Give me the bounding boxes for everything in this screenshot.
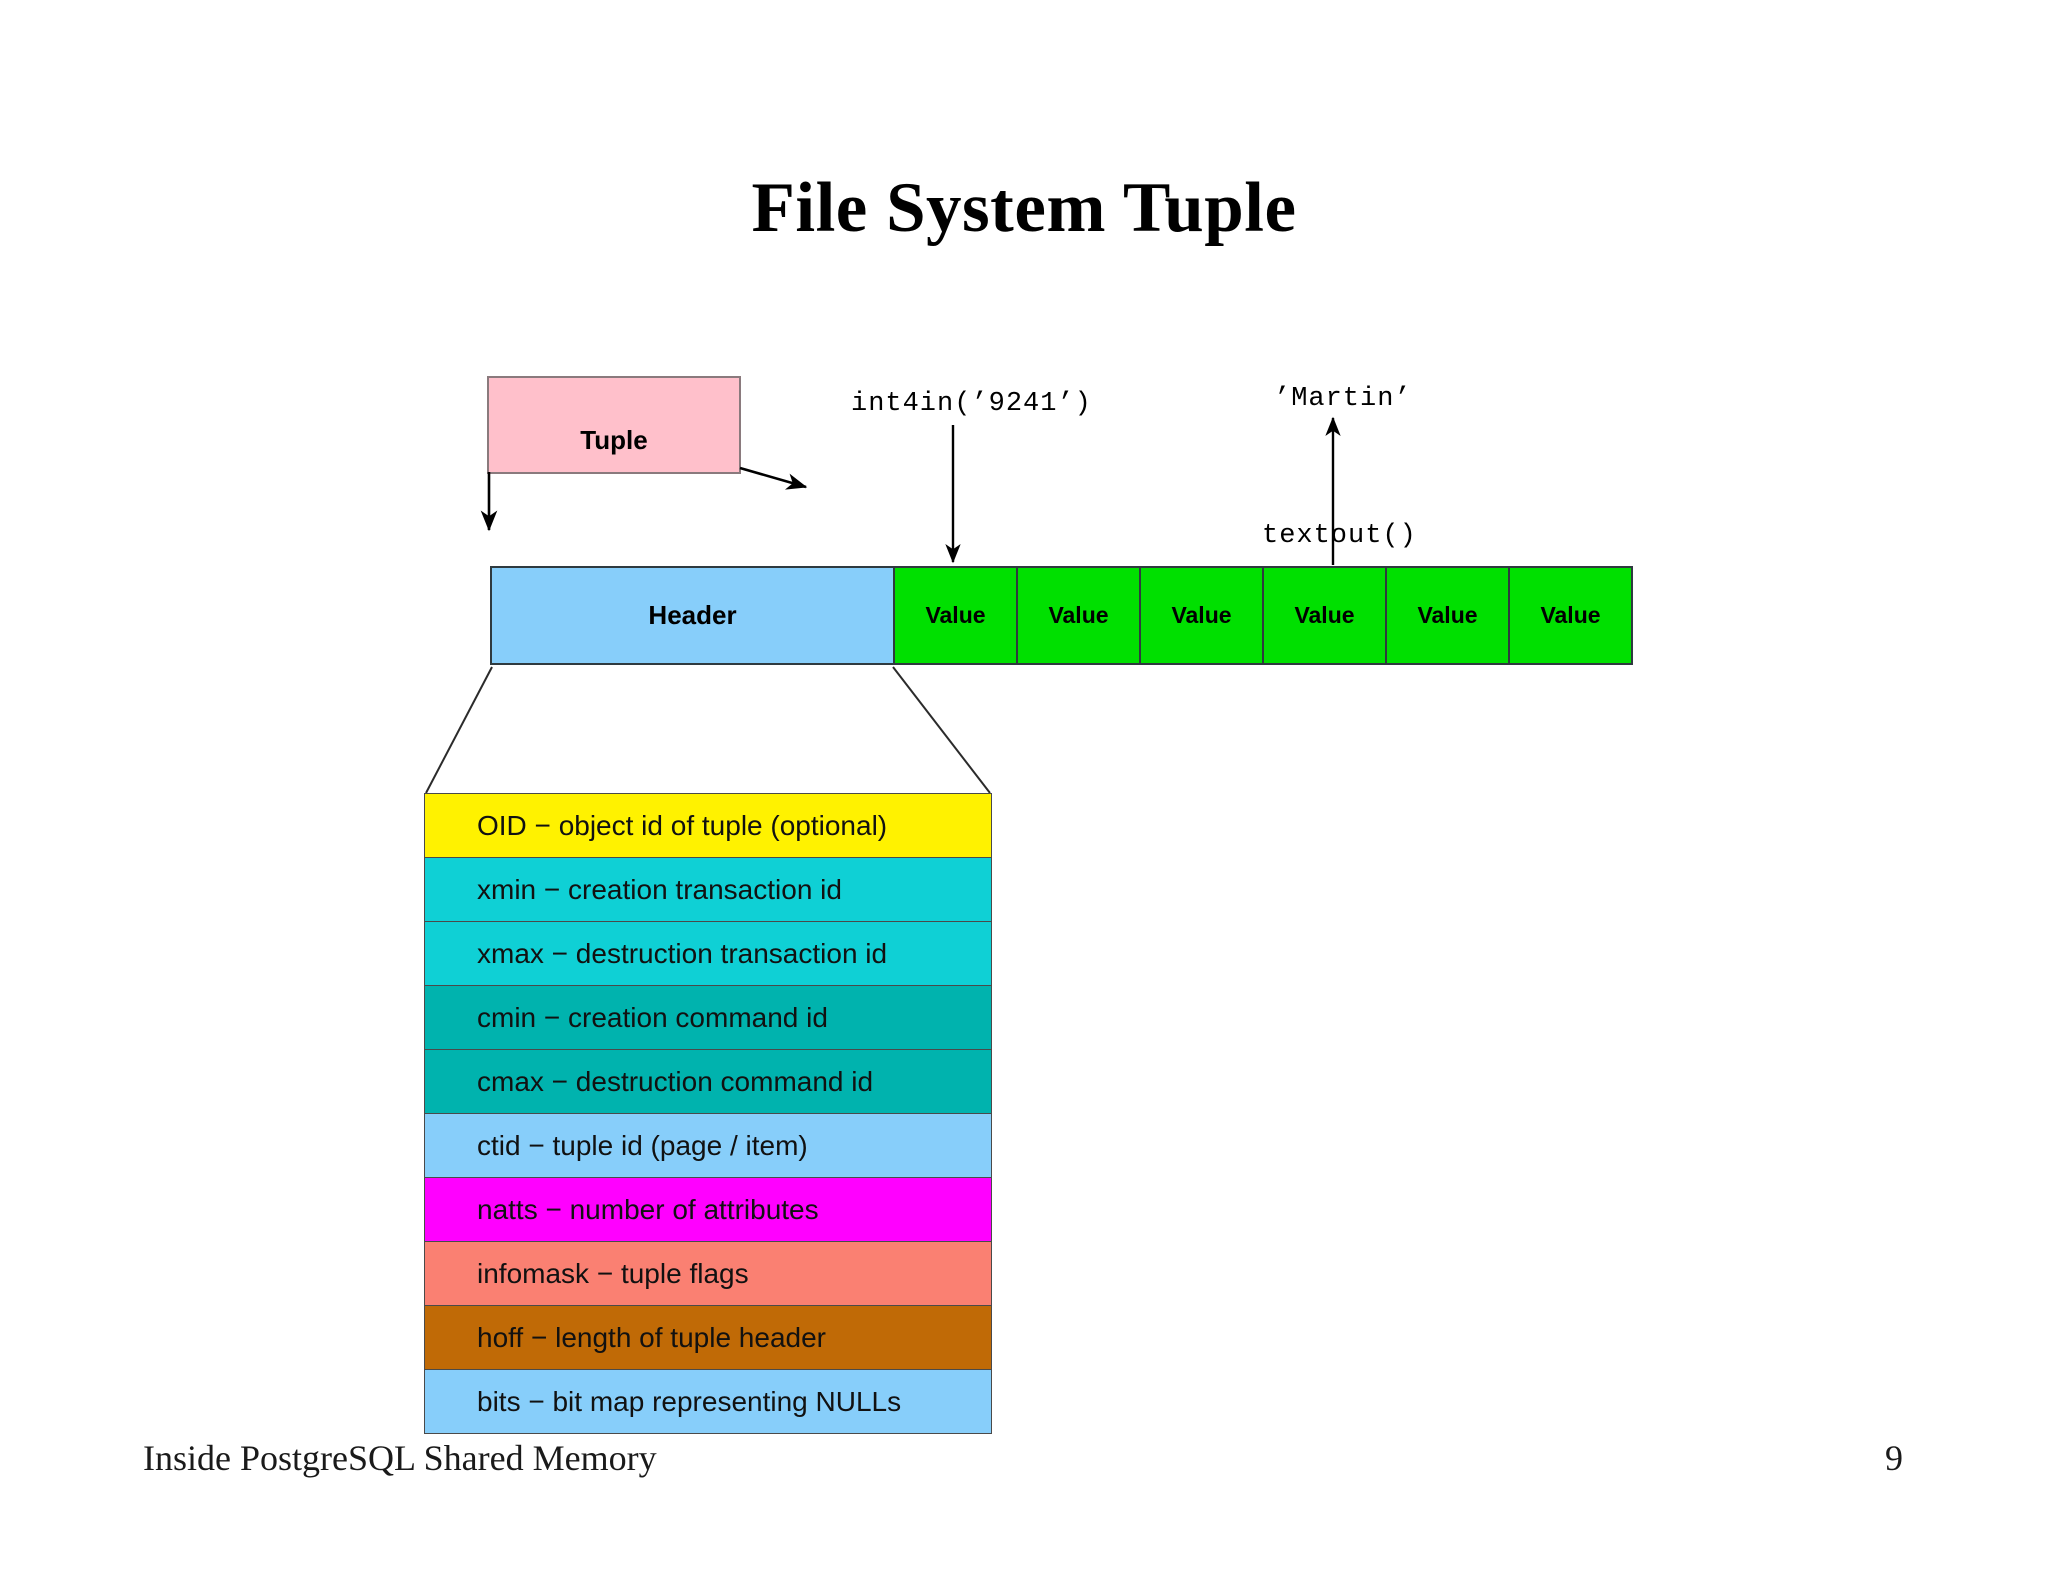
detail-row-infomask: infomask − tuple flags (424, 1241, 992, 1306)
detail-row-oid: OID − object id of tuple (optional) (424, 793, 992, 858)
tuple-box-label: Tuple (580, 425, 648, 455)
detail-row-ctid: ctid − tuple id (page / item) (424, 1113, 992, 1178)
detail-row-bits: bits − bit map representing NULLs (424, 1369, 992, 1434)
strip-cell-value-3: Value (1139, 566, 1264, 665)
strip-cell-value-2: Value (1016, 566, 1141, 665)
detail-row-cmin: cmin − creation command id (424, 985, 992, 1050)
expander-line-left (425, 666, 493, 794)
header-detail-table: OID − object id of tuple (optional) xmin… (424, 793, 992, 1434)
int4in-annotation: int4in(’9241’) (851, 389, 1092, 419)
detail-row-xmin: xmin − creation transaction id (424, 857, 992, 922)
tuple-diagonal-arrow (739, 466, 808, 490)
martin-annotation: ’Martin’ (1274, 384, 1412, 414)
page-number: 9 (1885, 1438, 1903, 1478)
detail-row-cmax: cmax − destruction command id (424, 1049, 992, 1114)
detail-row-natts: natts − number of attributes (424, 1177, 992, 1242)
footer-text: Inside PostgreSQL Shared Memory (143, 1438, 657, 1478)
tuple-box: Tuple (487, 376, 741, 474)
strip-cell-value-6: Value (1508, 566, 1633, 665)
strip-cell-value-1: Value (893, 566, 1018, 665)
textout-annotation: textout() (1262, 521, 1417, 551)
strip-cell-header: Header (490, 566, 895, 665)
expander-line-right (892, 666, 991, 794)
detail-row-xmax: xmax − destruction transaction id (424, 921, 992, 986)
page-title: File System Tuple (751, 169, 1297, 247)
strip-cell-value-4: Value (1262, 566, 1387, 665)
strip-cell-value-5: Value (1385, 566, 1510, 665)
detail-row-hoff: hoff − length of tuple header (424, 1305, 992, 1370)
tuple-strip: Header Value Value Value Value Value Val… (490, 566, 1633, 665)
